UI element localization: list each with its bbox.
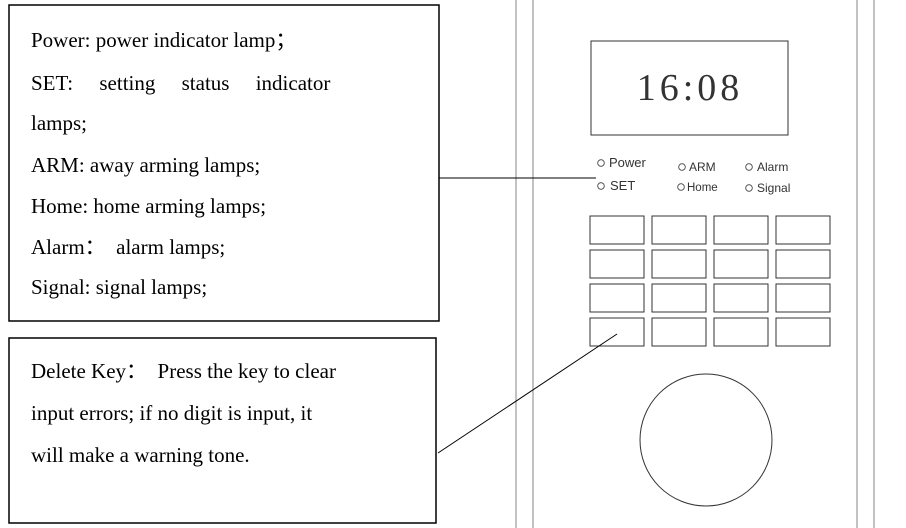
display-time: 16:08 — [637, 67, 744, 109]
keypad-key[interactable] — [651, 249, 707, 279]
keypad-key[interactable] — [651, 317, 707, 347]
lamp-text-line-7: Signal: signal lamps; — [31, 275, 207, 299]
lamp-text-line-5: Home: home arming lamps; — [31, 194, 266, 218]
lamp-callout-box — [8, 4, 440, 322]
power-lamp-icon — [597, 159, 605, 167]
lcd-display — [590, 40, 789, 136]
delete-key-leader-line — [437, 333, 618, 454]
home-lamp-icon — [677, 183, 685, 191]
lamp-text-line-1: Power: power indicator lamp； — [31, 28, 296, 52]
keypad-key[interactable] — [589, 283, 645, 313]
keypad-key[interactable] — [775, 249, 831, 279]
lamp-text-line-4: ARM: away arming lamps; — [31, 153, 260, 177]
lamp-label-power: Power — [609, 155, 647, 170]
signal-lamp-icon — [745, 184, 753, 192]
keypad-key[interactable] — [589, 249, 645, 279]
delete-text-line-3: will make a warning tone. — [31, 443, 250, 467]
keypad-key[interactable] — [589, 215, 645, 245]
delete-text-line-2: input errors; if no digit is input, it — [31, 401, 312, 425]
lamp-label-home: Home — [687, 182, 718, 194]
lamp-text-line-3: lamps; — [31, 111, 87, 135]
keypad-grid — [589, 215, 831, 347]
keypad-key[interactable] — [713, 215, 769, 245]
lamp-text-line-2: SET: setting status indicator — [31, 71, 330, 95]
alarm-lamp-icon — [745, 163, 753, 171]
keypad-key[interactable] — [713, 283, 769, 313]
lamp-label-arm: ARM — [689, 160, 716, 174]
delete-key-callout-box — [8, 337, 437, 524]
keypad-key[interactable] — [713, 317, 769, 347]
keypad-key[interactable] — [713, 249, 769, 279]
keypad-key[interactable] — [775, 283, 831, 313]
lamp-label-alarm: Alarm — [757, 160, 788, 174]
lamp-label-set: SET — [610, 178, 635, 193]
keypad-key[interactable] — [651, 283, 707, 313]
lamp-text-line-6: Alarm： alarm lamps; — [31, 235, 225, 259]
keypad-key[interactable] — [775, 215, 831, 245]
set-lamp-icon — [597, 182, 605, 190]
delete-text-line-1: Delete Key： Press the key to clear — [31, 359, 336, 383]
lamp-label-signal: Signal — [757, 181, 790, 195]
delete-key[interactable] — [589, 317, 645, 347]
indicator-lamps: Power SET ARM Home Alarm Signal — [597, 155, 790, 195]
arm-lamp-icon — [678, 163, 686, 171]
keypad-key[interactable] — [775, 317, 831, 347]
round-button[interactable] — [639, 373, 773, 507]
keypad-key[interactable] — [651, 215, 707, 245]
